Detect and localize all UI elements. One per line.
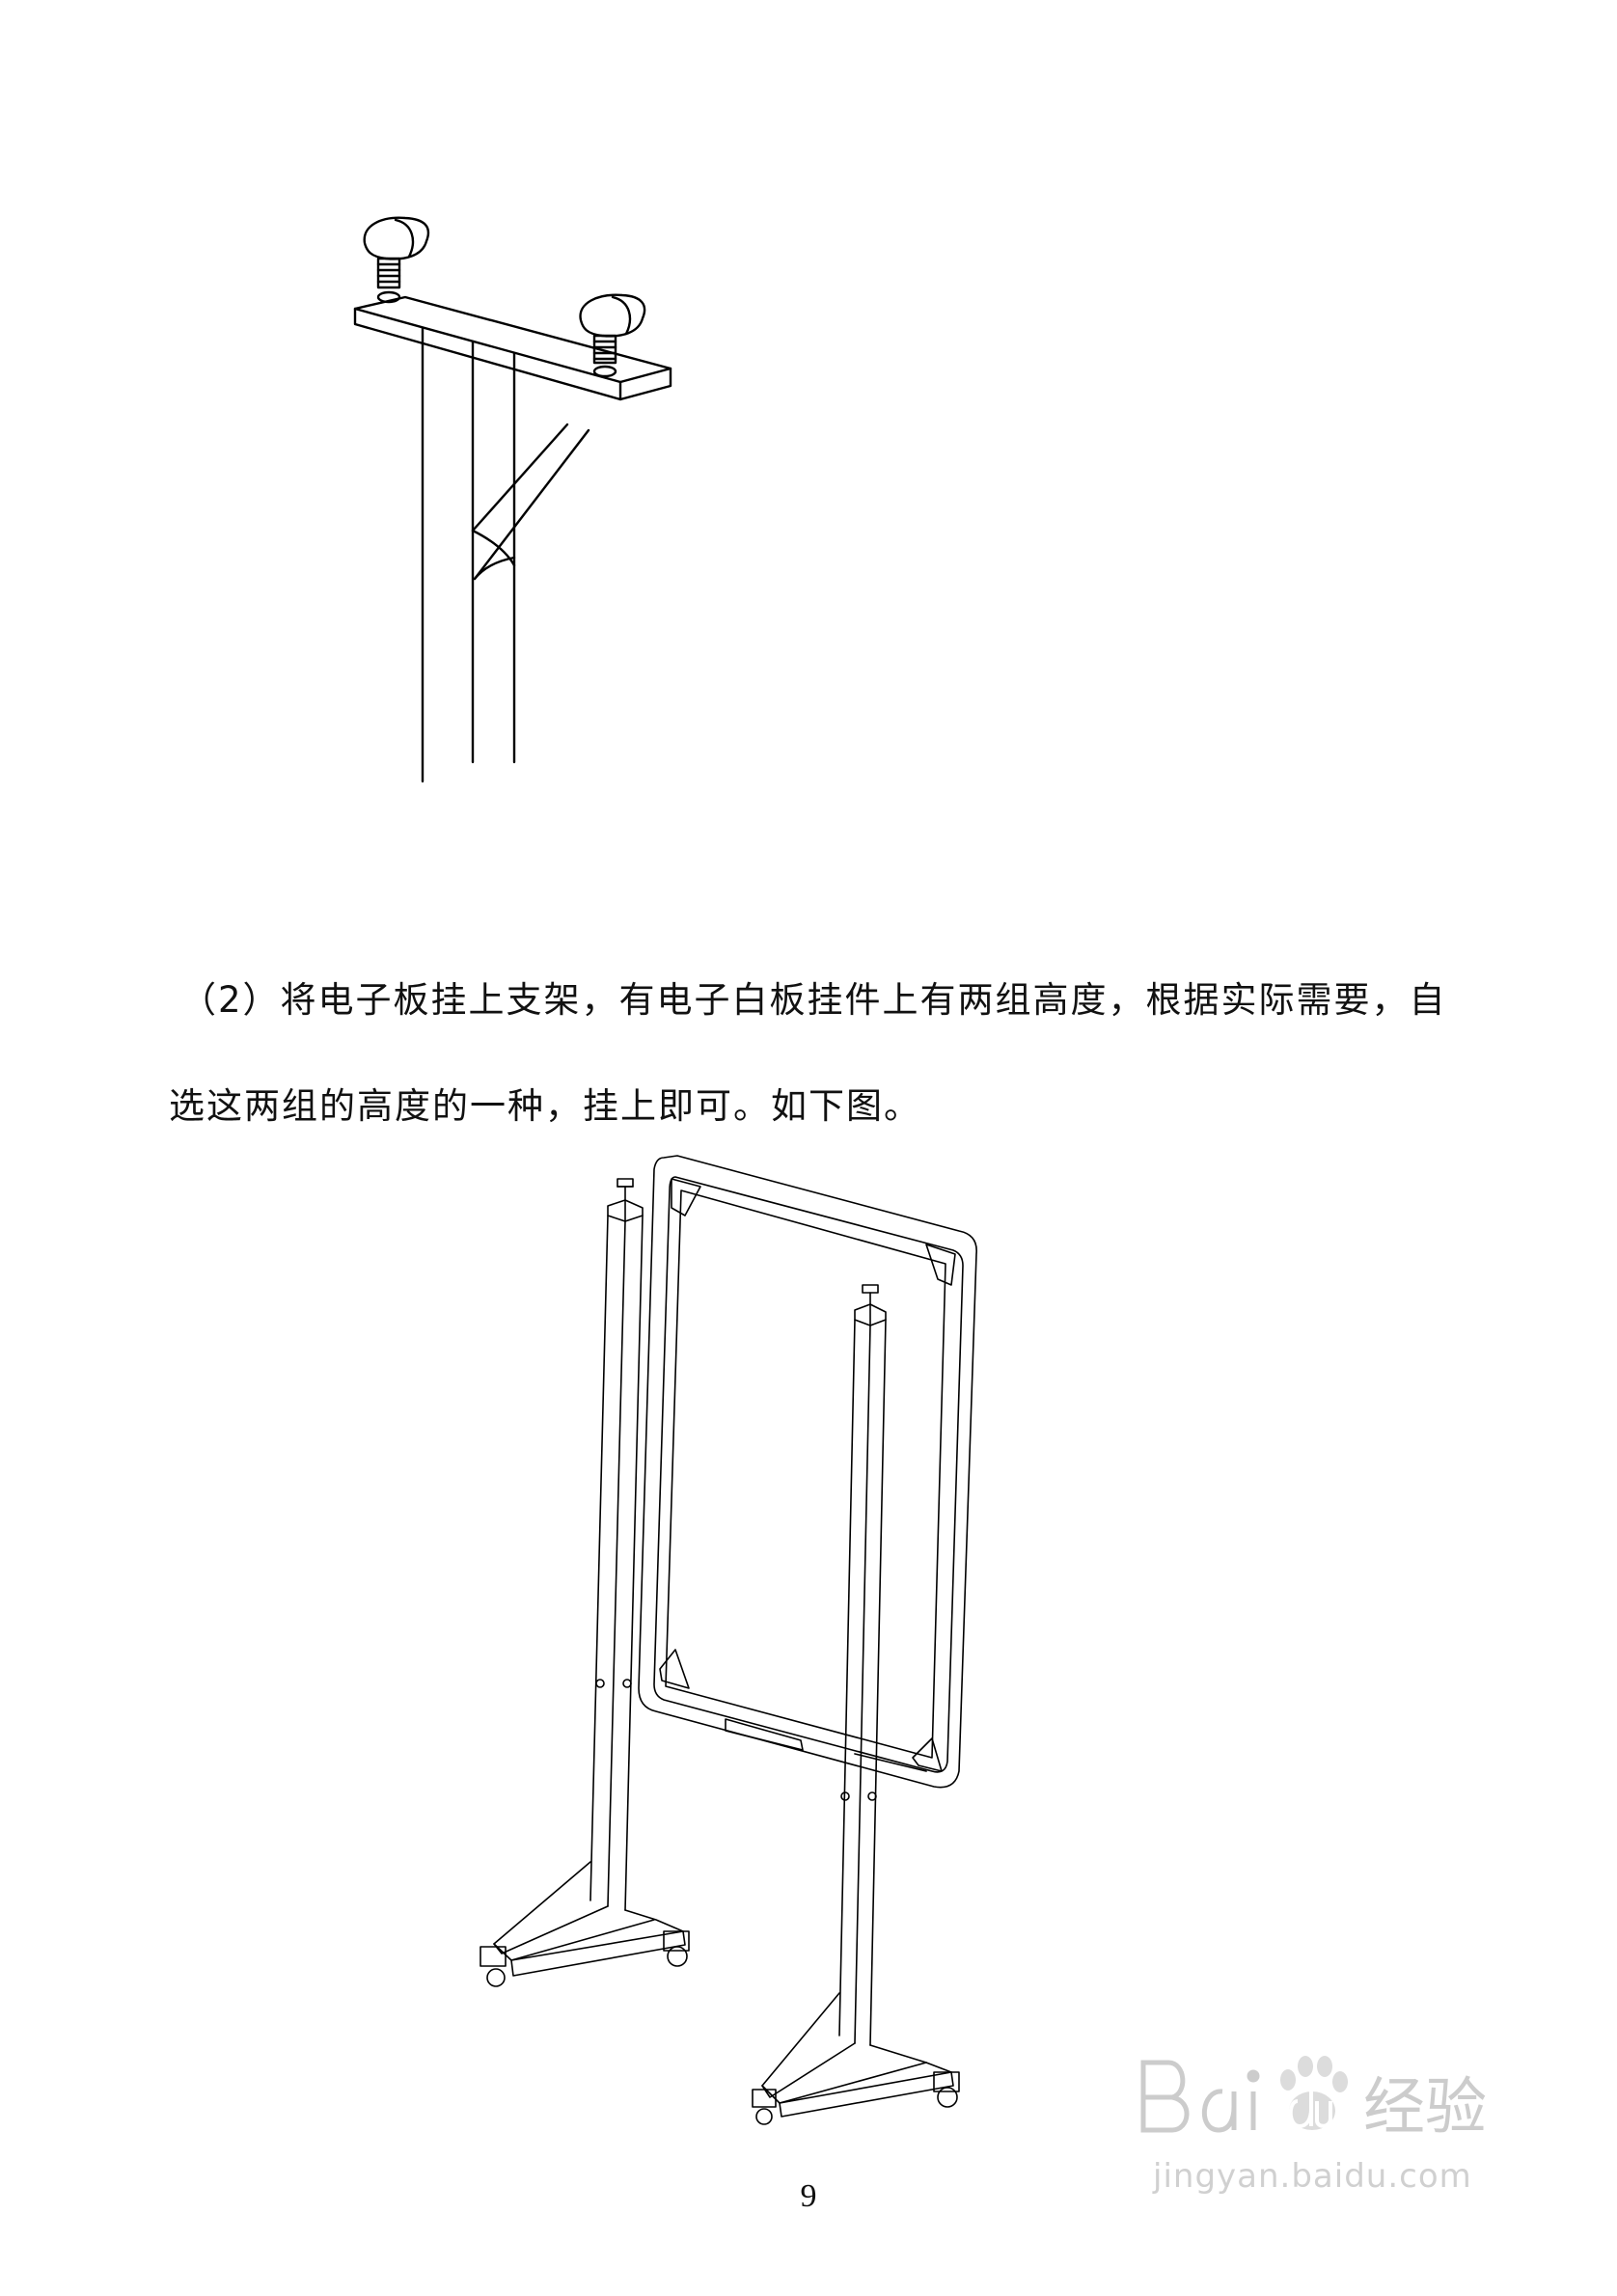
whiteboard-stand-illustration xyxy=(480,1155,977,2125)
paragraph-line-2: 选这两组的高度的一种，挂上即可。如下图。 xyxy=(169,1085,921,1127)
right-hook-cushion xyxy=(579,293,646,338)
left-stand-base xyxy=(480,1861,690,1987)
page-number: 9 xyxy=(800,2178,817,2214)
right-hook-spring xyxy=(592,334,617,378)
paragraph-line-1: （2）将电子板挂上支架，有电子白板挂件上有两组高度，根据实际需要，自 xyxy=(180,979,1447,1021)
svg-text:经验: 经验 xyxy=(1363,2072,1487,2144)
bracket-hook-illustration xyxy=(353,216,672,783)
right-stand-base xyxy=(752,1992,960,2125)
bracket-diagonal-brace xyxy=(471,423,590,581)
watermark-domain: jingyan.baidu.com xyxy=(1153,2157,1472,2196)
baidu-paw-logo: 经验 xyxy=(1140,2056,1487,2144)
left-hook-spring xyxy=(376,257,401,304)
left-hook-cushion xyxy=(363,216,430,260)
bracket-post xyxy=(421,326,516,783)
instruction-paragraph: （2）将电子板挂上支架，有电子白板挂件上有两组高度，根据实际需要，自 选这两组的… xyxy=(169,947,1481,1160)
baidu-jingyan-watermark: 经验 jingyan.baidu.com xyxy=(1134,2034,1539,2207)
bracket-crossbar xyxy=(353,295,672,401)
left-stand-pole xyxy=(589,1178,644,1911)
right-stand-pole xyxy=(838,1284,887,2046)
whiteboard-frame xyxy=(638,1155,977,1789)
